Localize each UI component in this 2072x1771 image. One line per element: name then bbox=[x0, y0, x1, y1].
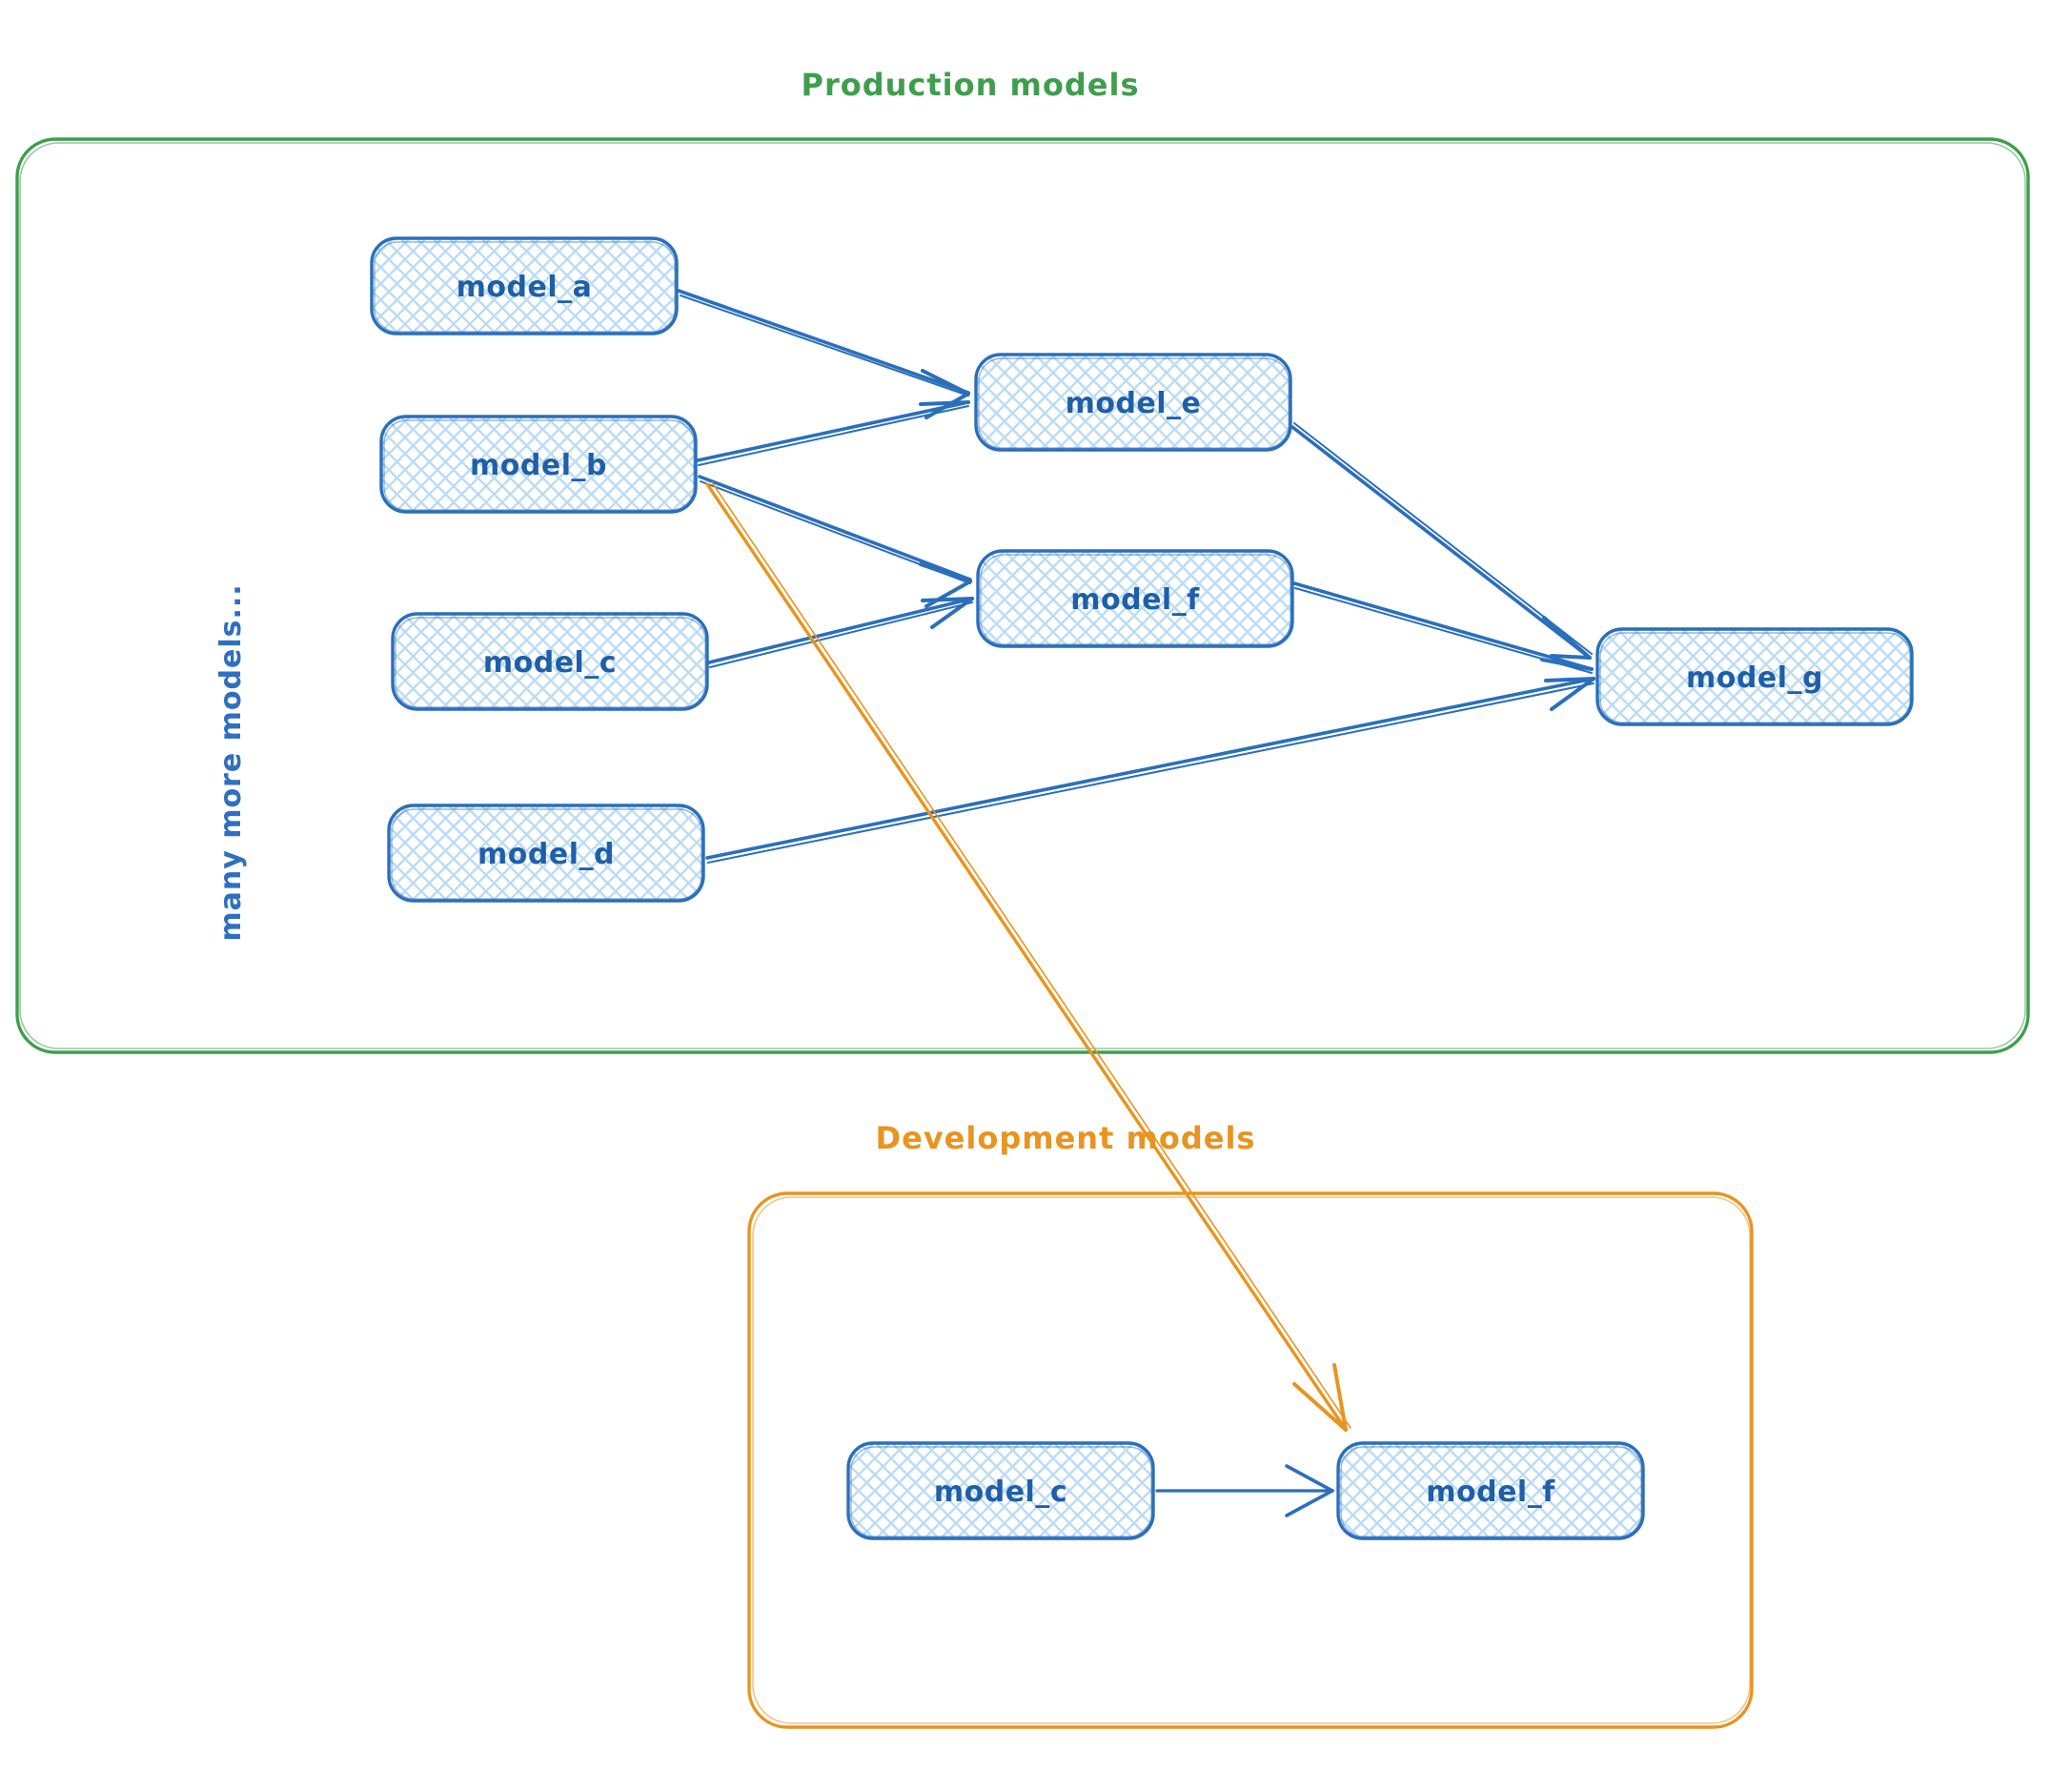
node-box-sketch bbox=[395, 617, 706, 708]
node-label: model_g bbox=[1686, 662, 1823, 695]
node-label: model_c bbox=[483, 646, 617, 680]
node-box[interactable] bbox=[846, 1441, 1155, 1540]
node-box[interactable] bbox=[1595, 627, 1914, 726]
node-prod-model-a[interactable]: model_a bbox=[370, 236, 679, 336]
node-box[interactable] bbox=[370, 236, 679, 336]
many-more-models-note: many more models... bbox=[214, 583, 248, 941]
node-label: model_f bbox=[1426, 1476, 1555, 1509]
production-group-border-sketch bbox=[19, 142, 2026, 1049]
node-prod-model-f[interactable]: model_f bbox=[976, 549, 1294, 648]
node-box-sketch bbox=[1599, 632, 1911, 723]
node-label: model_f bbox=[1070, 583, 1200, 617]
node-label: model_d bbox=[477, 838, 615, 871]
development-group-title: Development models bbox=[876, 1120, 1256, 1156]
node-box[interactable] bbox=[379, 415, 698, 514]
node-box-sketch bbox=[374, 241, 676, 333]
edges-layer bbox=[677, 289, 1595, 1517]
production-group-border bbox=[15, 137, 2030, 1054]
edge-b-to-f bbox=[698, 475, 972, 608]
group-production: Production models bbox=[15, 67, 2030, 1054]
edge-d-to-g bbox=[705, 677, 1595, 864]
node-label: model_c bbox=[934, 1476, 1067, 1509]
edge-a-to-e bbox=[677, 289, 970, 419]
node-box[interactable] bbox=[391, 612, 709, 711]
node-box-sketch bbox=[383, 419, 695, 511]
node-box[interactable] bbox=[976, 549, 1294, 648]
edge-devc-to-devf bbox=[1155, 1464, 1334, 1517]
node-box[interactable] bbox=[974, 353, 1292, 452]
node-label: model_b bbox=[470, 449, 607, 482]
node-box-sketch bbox=[1340, 1446, 1642, 1537]
edge-b-to-dev-f bbox=[705, 481, 1351, 1432]
node-dev-model-c[interactable]: model_c bbox=[846, 1441, 1155, 1540]
edge-c-to-f bbox=[707, 597, 974, 668]
group-development: Development models bbox=[747, 1120, 1754, 1729]
node-prod-model-e[interactable]: model_e bbox=[974, 353, 1292, 452]
node-box-sketch bbox=[980, 554, 1291, 645]
node-label: model_a bbox=[457, 271, 593, 304]
production-group-title: Production models bbox=[802, 67, 1140, 103]
edge-e-to-g bbox=[1290, 422, 1593, 660]
node-box-sketch bbox=[850, 1446, 1152, 1537]
node-dev-model-f[interactable]: model_f bbox=[1336, 1441, 1645, 1540]
nodes-layer: model_a model_b model_c model_d mode bbox=[370, 236, 1914, 1540]
node-prod-model-g[interactable]: model_g bbox=[1595, 627, 1914, 726]
edge-b-to-e bbox=[696, 400, 970, 466]
development-group-border-sketch bbox=[752, 1196, 1751, 1724]
node-box[interactable] bbox=[1336, 1441, 1645, 1540]
node-box-sketch bbox=[391, 808, 702, 900]
development-group-border bbox=[747, 1191, 1754, 1729]
node-prod-model-b[interactable]: model_b bbox=[379, 415, 698, 514]
edge-f-to-g bbox=[1292, 581, 1594, 674]
node-box[interactable] bbox=[387, 804, 705, 903]
node-prod-model-c[interactable]: model_c bbox=[391, 612, 709, 711]
node-prod-model-d[interactable]: model_d bbox=[387, 804, 705, 903]
node-box-sketch bbox=[978, 357, 1290, 449]
node-label: model_e bbox=[1066, 387, 1202, 420]
